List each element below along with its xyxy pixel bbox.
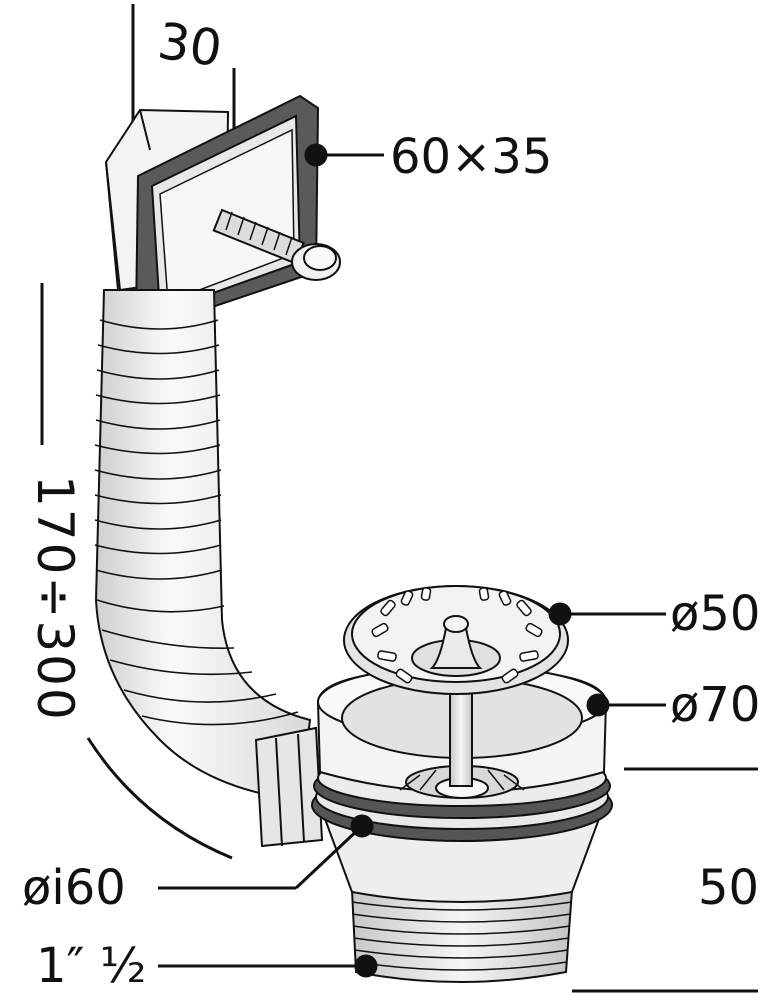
outlet-size-label: 60×35	[390, 129, 553, 185]
leader-lines	[158, 143, 758, 993]
flange-diameter-label: ø70	[670, 677, 761, 733]
strainer-basket	[343, 585, 569, 695]
depth-label: 50	[698, 860, 760, 916]
bend-dimension-arc	[86, 737, 233, 860]
drain-basket-body	[311, 665, 613, 983]
inner-diameter-dot	[350, 814, 374, 838]
height-range-label: 170÷300	[26, 475, 84, 722]
union-nut	[254, 726, 324, 848]
flange-dot	[586, 693, 610, 717]
strainer-dot	[548, 602, 572, 626]
thread-size-label: 1″ ½	[36, 938, 147, 994]
overflow-outlet	[104, 94, 341, 330]
top-width-label: 30	[154, 11, 226, 79]
inner-diameter-label: øi60	[22, 860, 126, 916]
top-width-dimension-lines	[131, 4, 236, 134]
strainer-diameter-label: ø50	[670, 586, 761, 642]
corrugated-hose	[94, 289, 312, 802]
thread-dot	[354, 954, 378, 978]
outlet-size-dot	[304, 143, 328, 167]
